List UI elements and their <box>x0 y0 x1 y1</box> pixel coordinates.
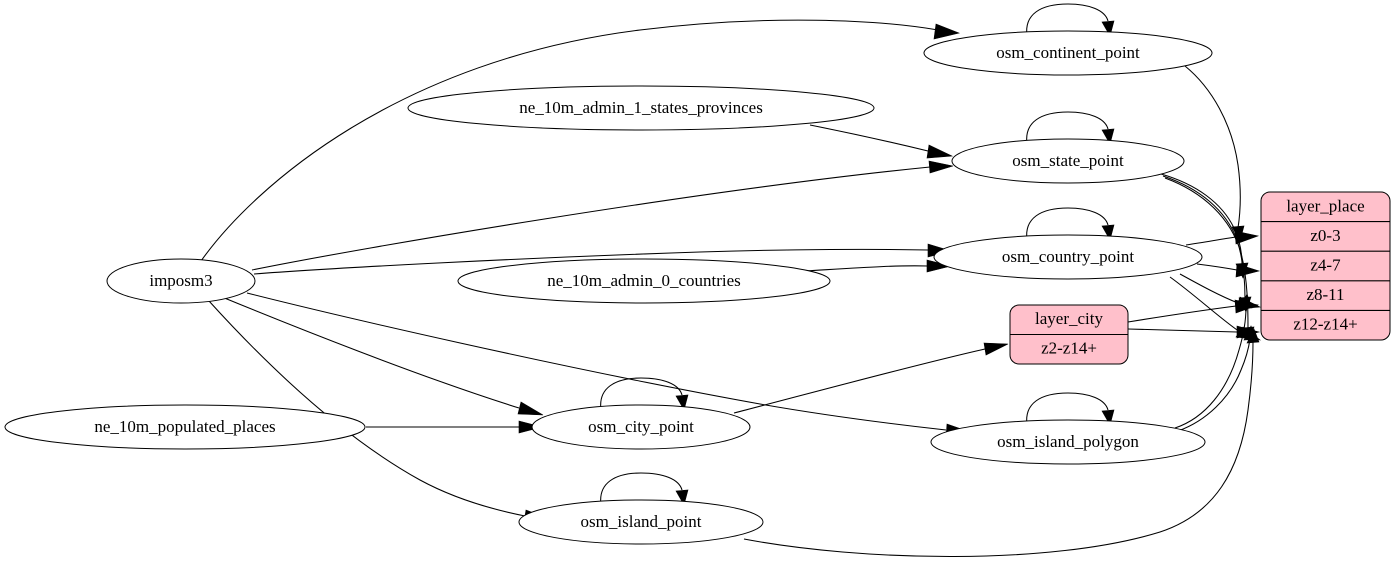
node-layer: imposm3 ne_10m_admin_1_states_provinces … <box>4 30 1213 545</box>
edge-osm_country_point-to-layer_place-z0_3 <box>1185 236 1237 246</box>
node-osm_island_point[interactable]: osm_island_point <box>518 499 764 545</box>
edge-imposm3-to-osm_continent_point <box>200 19 939 262</box>
node-label-osm_state_point: osm_state_point <box>1012 151 1124 170</box>
edge-osm_country_point-to-layer_place-z4_7 <box>1196 263 1238 271</box>
node-osm_island_polygon[interactable]: osm_island_polygon <box>930 419 1206 465</box>
node-label-ne_10m_populated_places: ne_10m_populated_places <box>94 417 275 436</box>
node-osm_city_point[interactable]: osm_city_point <box>531 404 751 450</box>
selfloop-osm_city_point <box>600 377 683 411</box>
edge-osm_island_polygon-to-layer_place-z8_11 <box>1174 306 1247 429</box>
record-row-layer_place-z12-z14[interactable]: z12-z14+ <box>1293 315 1357 334</box>
arrowhead-osm_state_point-in-ne <box>926 144 954 159</box>
selfloop-osm_island_point <box>600 472 683 506</box>
record-row-layer_place-z4-7[interactable]: z4-7 <box>1310 256 1341 275</box>
arrowhead-layer_city-in <box>983 342 1009 356</box>
selfloop-osm_state_point <box>1026 111 1109 145</box>
node-osm_state_point[interactable]: osm_state_point <box>951 138 1185 184</box>
edge-osm_country_point-to-layer_place-z8_11 <box>1179 273 1239 304</box>
edge-admin_0_countries-to-osm_country_point <box>804 265 929 272</box>
node-label-osm_island_polygon: osm_island_polygon <box>997 432 1139 451</box>
edge-states_provinces-to-osm_state_point <box>809 124 929 152</box>
edge-osm_island_polygon-to-layer_place-z12_z14 <box>1177 338 1251 432</box>
selfloop-osm_island_polygon <box>1026 392 1109 426</box>
node-label-osm_island_point: osm_island_point <box>581 512 702 531</box>
arrowhead-osm_city_point-in-ne <box>518 420 544 434</box>
selfloop-osm_continent_point <box>1026 3 1109 37</box>
arrowhead-layer_place-z12_z14-islandpt <box>1246 328 1260 344</box>
record-row-layer_place-title: layer_place <box>1286 196 1364 215</box>
node-layer_city[interactable]: layer_city z2-z14+ <box>1009 304 1129 365</box>
edge-osm_island_point-to-layer_place-z12_z14 <box>743 341 1254 558</box>
edge-imposm3-to-osm_country_point <box>253 248 929 275</box>
edge-imposm3-to-osm_state_point <box>251 166 931 271</box>
edge-osm_continent_point-to-layer_place-z0_3 <box>1184 65 1241 229</box>
edge-osm_city_point-to-layer_city <box>733 348 986 414</box>
arrowhead-selfloop-osm_city_point <box>675 394 689 411</box>
node-layer_place[interactable]: layer_place z0-3 z4-7 z8-11 z12-z14+ <box>1260 191 1391 341</box>
arrowhead-layer_place-z0_3-country <box>1234 230 1260 245</box>
edge-layer_city-to-layer_place-z12_z14 <box>1127 328 1238 333</box>
node-imposm3[interactable]: imposm3 <box>106 258 256 304</box>
arrowhead-osm_continent_point-in <box>933 23 960 40</box>
record-row-layer_city-title: layer_city <box>1035 309 1103 328</box>
edge-imposm3-to-osm_city_point <box>221 296 520 409</box>
node-label-ne_10m_admin_1_states_provinces: ne_10m_admin_1_states_provinces <box>519 98 763 117</box>
node-ne_10m_populated_places[interactable]: ne_10m_populated_places <box>4 404 366 450</box>
node-label-osm_continent_point: osm_continent_point <box>996 43 1140 62</box>
node-label-osm_country_point: osm_country_point <box>1002 247 1134 266</box>
edge-imposm3-to-osm_island_point <box>208 300 526 517</box>
arrowhead-layer_place-z8_11-islandpoly <box>1239 293 1253 309</box>
node-osm_continent_point[interactable]: osm_continent_point <box>923 30 1213 76</box>
node-ne_10m_admin_1_states_provinces[interactable]: ne_10m_admin_1_states_provinces <box>407 85 875 131</box>
selfloop-osm_country_point <box>1026 207 1109 241</box>
record-node-layer: layer_place z0-3 z4-7 z8-11 z12-z14+ lay… <box>1009 191 1391 365</box>
edge-layer_city-to-layer_place-z8_11 <box>1127 305 1237 323</box>
node-osm_country_point[interactable]: osm_country_point <box>933 234 1203 280</box>
edge-osm_country_point-to-layer_place-z12_z14 <box>1169 276 1241 333</box>
record-row-layer_city-z2-z14[interactable]: z2-z14+ <box>1041 338 1097 357</box>
record-row-layer_place-z8-11[interactable]: z8-11 <box>1306 285 1344 304</box>
node-ne_10m_admin_0_countries[interactable]: ne_10m_admin_0_countries <box>457 258 831 304</box>
arrowhead-osm_state_point-in-imposm3 <box>928 160 954 174</box>
arrowhead-layer_place-z4_7-country <box>1235 263 1261 278</box>
node-label-imposm3: imposm3 <box>149 271 212 290</box>
node-label-osm_city_point: osm_city_point <box>588 417 694 436</box>
edge-imposm3-to-osm_island_polygon <box>246 292 947 431</box>
node-label-ne_10m_admin_0_countries: ne_10m_admin_0_countries <box>547 271 741 290</box>
record-row-layer_place-z0-3[interactable]: z0-3 <box>1310 226 1340 245</box>
arrowhead-osm_city_point-in-imposm3 <box>517 401 544 416</box>
